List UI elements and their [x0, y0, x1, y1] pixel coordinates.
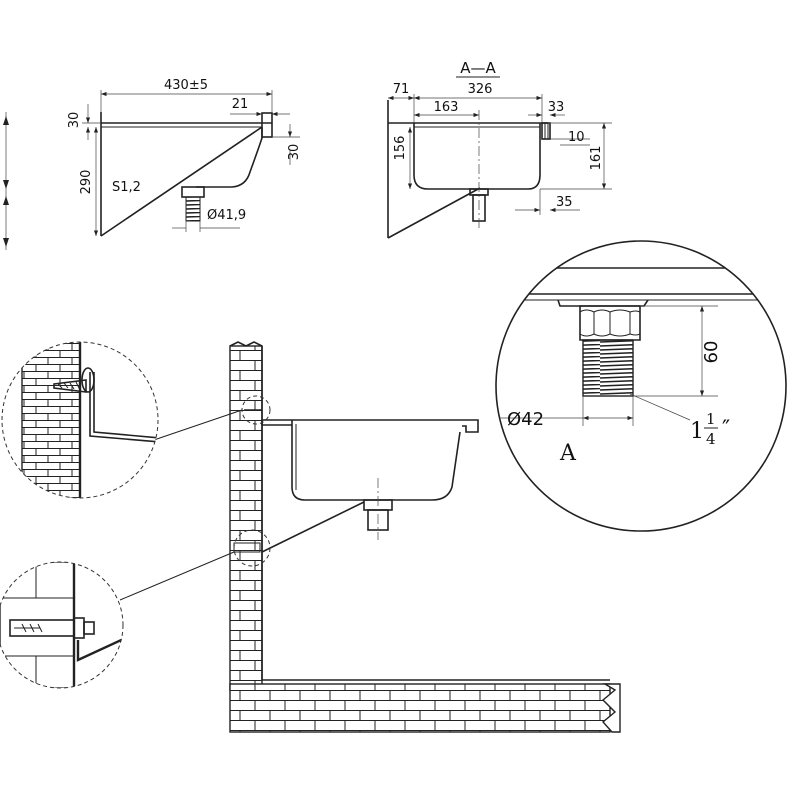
section-view: A—A 71 326 163 33 156: [387, 59, 612, 239]
width-326: 326: [468, 82, 493, 97]
offset-dimension: 21: [232, 97, 249, 112]
right-rim-dimension: 30: [287, 144, 302, 161]
depth-161: 161: [589, 146, 604, 171]
material-label: S1,2: [112, 180, 141, 195]
depth-156: 156: [393, 136, 408, 161]
thread-size-unit: ″: [722, 417, 730, 442]
detail-a-circle: 60 Ø42 1 1 4 ″ A: [495, 240, 787, 532]
rim-height-dimension: 30: [67, 112, 82, 129]
height-dimension: 290: [79, 170, 94, 195]
thread-size-denominator: 4: [706, 430, 716, 448]
diameter-dim: Ø42: [507, 409, 544, 430]
thread-size-numerator: 1: [706, 410, 716, 428]
detail-circle-screw-bottom: [0, 561, 124, 689]
side-view: 430±5 21 30 290 30 S1,2 Ø41,9: [67, 78, 302, 237]
width-dimension: 430±5: [164, 78, 208, 93]
detail-circle-screw-top: [1, 341, 159, 499]
section-title: A—A: [460, 59, 496, 77]
lip-33: 33: [548, 100, 565, 115]
outlet-diameter: Ø41,9: [207, 208, 246, 223]
left-edge-dimension: [3, 112, 9, 250]
installation-view: [119, 341, 621, 733]
offset-71: 71: [393, 82, 410, 97]
thread-length-dim: 60: [701, 341, 722, 364]
center-163: 163: [434, 100, 459, 115]
thread-size-whole: 1: [690, 419, 704, 444]
detail-label: A: [559, 441, 577, 466]
bottom-35: 35: [556, 195, 573, 210]
lip-height-10: 10: [568, 130, 585, 145]
